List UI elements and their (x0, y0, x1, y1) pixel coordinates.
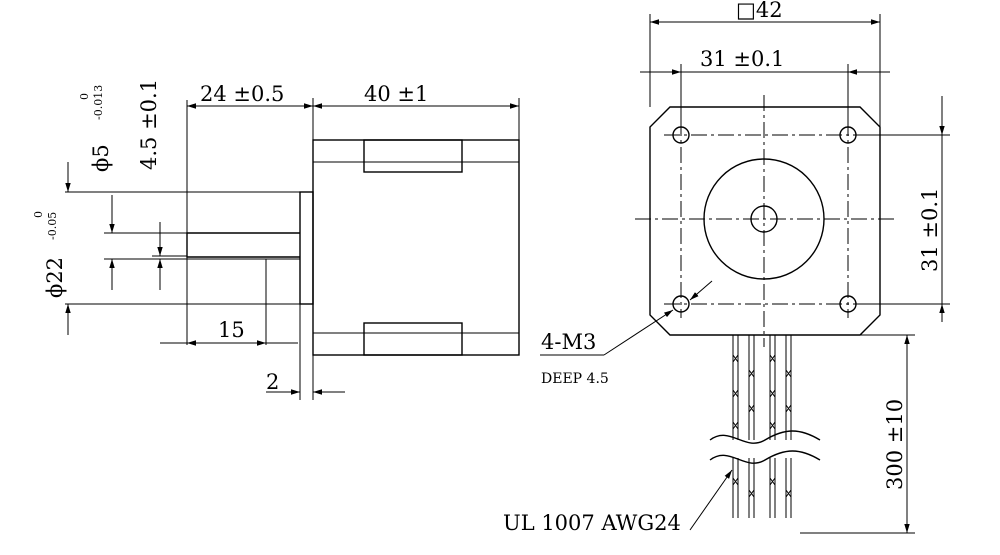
shaft (186, 232, 300, 258)
top-end-cap (363, 139, 463, 173)
flange-outline (649, 106, 881, 336)
shaft-circle (750, 205, 778, 233)
flat-length-label: 15 (218, 318, 245, 342)
hole-spacing-h-label: 31 ±0.1 (700, 47, 784, 71)
boss (299, 191, 314, 305)
shaft-tol-upper: 0 (78, 93, 91, 100)
hole-spacing-v-label: 31 ±0.1 (918, 188, 942, 272)
front-view: □42 31 ±0.1 31 ±0.1 4-M3 DEEP 4.5 (503, 0, 950, 535)
body-length-label: 40 ±1 (364, 82, 428, 106)
boss-tol-upper: 0 (32, 211, 45, 218)
boss-tol-lower: -0.05 (46, 212, 59, 240)
boss-height-label: 2 (266, 370, 279, 394)
frame-size-label: □42 (736, 0, 783, 22)
bottom-end-cap (363, 322, 463, 356)
boss-circle (703, 158, 825, 280)
mounting-hole (839, 295, 857, 313)
shaft-diameter-label: ϕ5 (89, 144, 113, 172)
shaft-length-label: 24 ±0.5 (200, 82, 284, 106)
wire-spec-label: UL 1007 AWG24 (503, 511, 681, 535)
side-view: 24 ±0.5 40 ±1 15 2 4.5 ±0.1 ϕ5 0 -0.013 … (32, 79, 520, 400)
mounting-hole (672, 295, 690, 313)
shaft-tol-lower: -0.013 (92, 85, 105, 120)
boss-diameter-label: ϕ22 (43, 257, 67, 298)
lead-wires (709, 335, 821, 518)
lead-length-label: 300 ±10 (883, 399, 907, 490)
hole-depth-label: DEEP 4.5 (541, 371, 609, 387)
hole-callout-label: 4-M3 (541, 330, 596, 354)
flat-depth-label: 4.5 ±0.1 (137, 79, 161, 170)
